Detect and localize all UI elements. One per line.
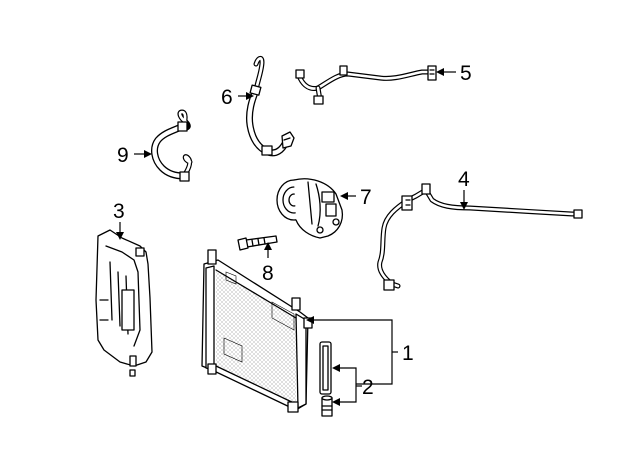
callout-4: 4 bbox=[458, 168, 470, 191]
callout-5: 5 bbox=[460, 62, 472, 85]
part-3-side-cover bbox=[95, 229, 153, 377]
callout-1: 1 bbox=[402, 342, 414, 365]
part-2-desiccant-and-cap bbox=[319, 341, 333, 417]
callout-2: 2 bbox=[362, 376, 374, 399]
callout-9: 9 bbox=[117, 144, 129, 167]
part-5-suction-line bbox=[295, 65, 437, 105]
part-6-discharge-hose bbox=[246, 55, 295, 157]
callout-7: 7 bbox=[360, 186, 372, 209]
part-8-bolt bbox=[237, 235, 278, 251]
leader-lines bbox=[116, 68, 468, 406]
part-9-liquid-hose bbox=[151, 109, 193, 182]
callout-6: 6 bbox=[221, 86, 233, 109]
part-1-condenser bbox=[201, 249, 313, 413]
part-4-liquid-line bbox=[377, 183, 583, 291]
callout-8: 8 bbox=[262, 262, 274, 285]
part-7-compressor bbox=[276, 178, 344, 239]
callout-3: 3 bbox=[113, 200, 125, 223]
